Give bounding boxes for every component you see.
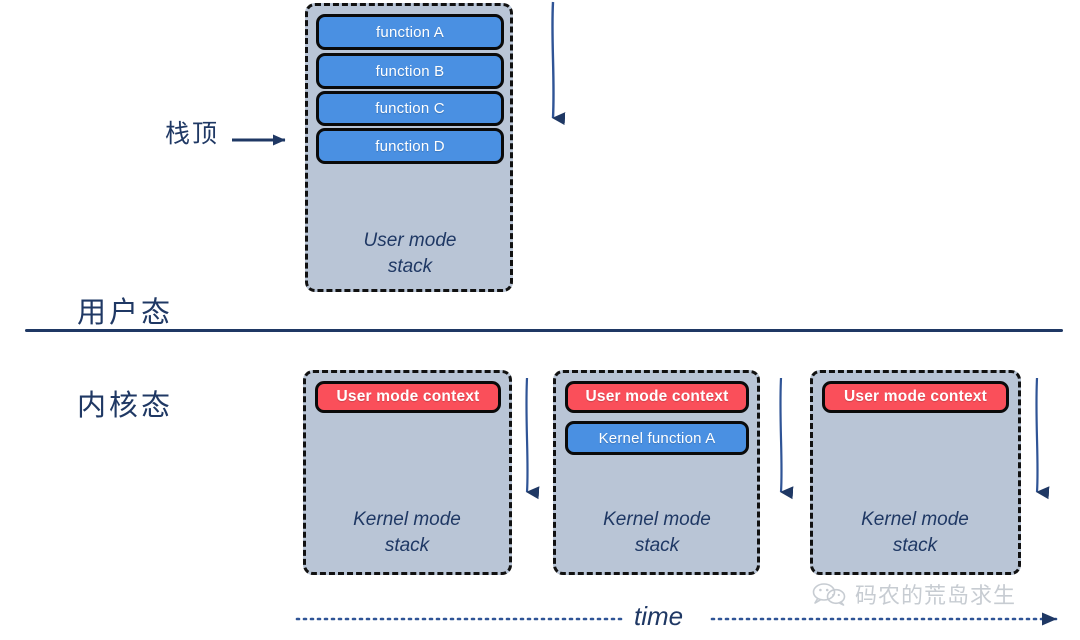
kernel-frame-label: User mode context: [844, 388, 987, 405]
kernel-frame-label: Kernel function A: [598, 429, 716, 447]
mode-divider: [25, 329, 1063, 332]
user-frame-label: function B: [375, 62, 445, 80]
stack-top-label: 栈顶: [165, 119, 220, 148]
watermark-text: 码农的荒岛求生: [855, 584, 1017, 609]
watermark: 码农的荒岛求生: [812, 578, 1016, 610]
kernel-frame-label: User mode context: [585, 388, 729, 405]
user-frame-function-c[interactable]: function C: [316, 91, 504, 126]
user-frame-function-a[interactable]: function A: [316, 14, 504, 50]
user-mode-region-label: 用户态: [77, 295, 174, 329]
kernel-stack-3-direction-arrow: [1035, 377, 1050, 500]
user-frame-label: function C: [375, 100, 445, 117]
user-frame-function-b[interactable]: function B: [316, 53, 504, 89]
kernel-stack-2-direction-arrow: [779, 377, 794, 500]
time-axis-label: time: [634, 601, 684, 631]
user-frame-function-d[interactable]: function D: [316, 128, 504, 164]
kernel-3-frame-user-mode-context[interactable]: User mode context: [822, 381, 1009, 413]
kernel-2-frame-user-mode-context[interactable]: User mode context: [565, 381, 749, 413]
kernel-1-frame-user-mode-context[interactable]: User mode context: [315, 381, 501, 413]
kernel-frame-label: User mode context: [336, 388, 480, 405]
user-mode-call-direction-arrow: [551, 1, 566, 126]
kernel-2-frame-kernel-function-a[interactable]: Kernel function A: [565, 421, 749, 455]
kernel-stack-1-direction-arrow: [525, 377, 540, 500]
kernel-mode-region-label: 内核态: [77, 388, 174, 422]
user-frame-label: function A: [376, 23, 444, 41]
user-frame-label: function D: [375, 137, 445, 155]
wechat-icon: [812, 583, 846, 606]
